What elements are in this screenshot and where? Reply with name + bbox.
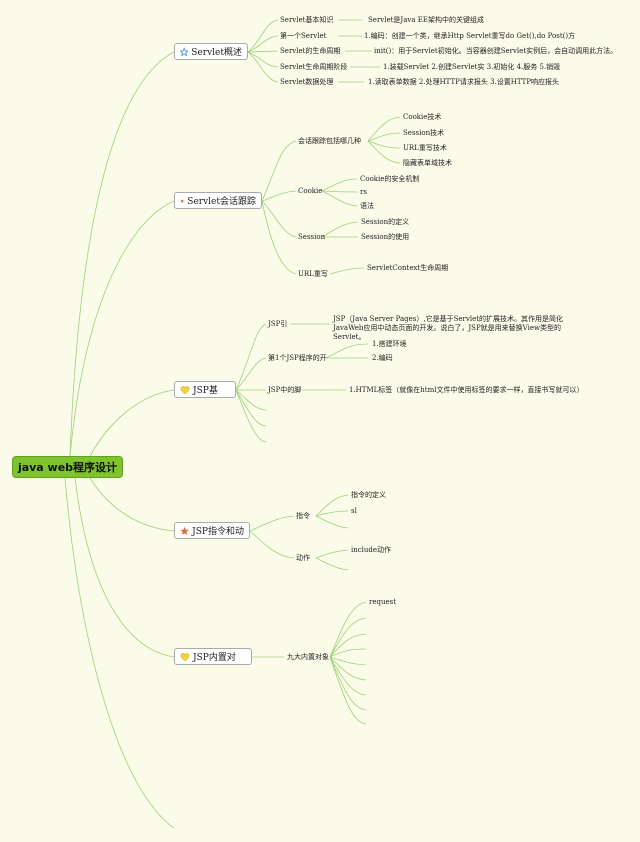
subtopic[interactable]: 第一个Servlet xyxy=(280,32,327,40)
leaf[interactable]: Servlet是Java EE架构中的关键组成 xyxy=(368,16,484,24)
subtopic[interactable]: 第1个JSP程序的开 xyxy=(268,354,327,362)
subtopic[interactable]: Servlet基本知识 xyxy=(280,16,334,24)
subtopic[interactable]: Servlet的生命周期 xyxy=(280,47,341,55)
leaf[interactable]: Session的使用 xyxy=(361,233,410,241)
leaf[interactable]: URL重写技术 xyxy=(403,144,447,152)
leaf[interactable]: 2.编码 xyxy=(372,354,393,362)
leaf[interactable]: Session技术 xyxy=(403,129,445,137)
subtopic[interactable]: JSP引 xyxy=(268,320,288,328)
subtopic[interactable]: JSP中的脚 xyxy=(268,386,302,394)
subtopic[interactable]: Cookie xyxy=(298,187,323,195)
leaf[interactable]: 语法 xyxy=(360,202,374,210)
topic-label: Servlet会话跟踪 xyxy=(187,197,256,207)
topic-servlet-overview[interactable]: Servlet概述 xyxy=(174,43,248,60)
leaf[interactable]: 1.HTML标签（就像在html文件中使用标签的要求一样，直接书写就可以） xyxy=(349,386,584,394)
leaf[interactable]: sl xyxy=(351,507,357,515)
leaf[interactable]: 1.搭建环境 xyxy=(372,340,407,348)
root-topic[interactable]: java web程序设计 xyxy=(12,456,123,478)
leaf[interactable]: 指令的定义 xyxy=(351,491,386,499)
leaf[interactable]: Session的定义 xyxy=(361,218,410,226)
topic-label: JSP指令和动 xyxy=(192,527,244,537)
subtopic[interactable]: Session xyxy=(298,233,326,241)
topic-session-tracking[interactable]: Servlet会话跟踪 xyxy=(174,192,262,209)
leaf[interactable]: ServletContext生命周期 xyxy=(367,264,449,272)
subtopic[interactable]: 会话跟踪包括哪几种 xyxy=(298,137,361,145)
leaf[interactable]: rs xyxy=(360,188,367,196)
topic-jsp-implicit-objects[interactable]: JSP内置对 xyxy=(174,648,252,665)
heart-yellow-icon xyxy=(180,385,190,394)
subtopic[interactable]: 动作 xyxy=(296,554,310,562)
subtopic[interactable]: 九大内置对象 xyxy=(287,653,329,661)
topic-label: JSP基 xyxy=(193,386,218,396)
leaf[interactable]: 1.读取表单数据 2.处理HTTP请求报头 3.设置HTTP响应报头 xyxy=(368,78,560,86)
star-red-icon xyxy=(180,198,185,203)
subtopic[interactable]: Servlet数据处理 xyxy=(280,78,334,86)
leaf[interactable]: 1.编码：创建一个类，继承Http Servlet重写do Get(),do P… xyxy=(364,32,576,40)
topic-jsp-basics[interactable]: JSP基 xyxy=(174,381,236,398)
leaf[interactable]: Cookie的安全机制 xyxy=(360,175,420,183)
leaf[interactable]: Cookie技术 xyxy=(403,113,442,121)
topic-jsp-directives[interactable]: JSP指令和动 xyxy=(174,522,250,539)
leaf[interactable]: 1.装载Servlet 2.创建Servlet实 3.初始化 4.服务 5.销毁 xyxy=(383,63,561,71)
heart-yellow-icon xyxy=(180,652,190,661)
leaf[interactable]: init()：用于Servlet初始化。当容器创建Servlet实例后，会自动调… xyxy=(374,47,618,55)
leaf[interactable]: request xyxy=(369,598,397,606)
leaf[interactable]: include动作 xyxy=(351,546,392,554)
topic-label: Servlet概述 xyxy=(191,48,242,58)
subtopic[interactable]: 指令 xyxy=(296,512,310,520)
subtopic[interactable]: URL重写 xyxy=(298,270,328,278)
star-outline-icon xyxy=(180,46,189,56)
topic-label: JSP内置对 xyxy=(193,653,236,663)
subtopic[interactable]: Servlet生命周期阶段 xyxy=(280,63,348,71)
leaf[interactable]: JSP（Java Server Pages）,它是基于Servlet的扩展技术。… xyxy=(333,315,564,341)
leaf[interactable]: 隐藏表单域技术 xyxy=(403,159,452,167)
star-red-icon xyxy=(180,526,189,535)
